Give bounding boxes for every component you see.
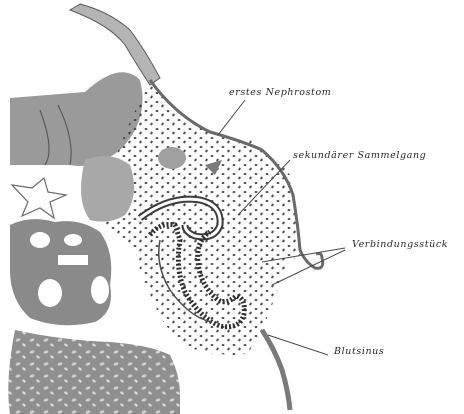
lower-tissue: [8, 330, 180, 414]
lumen-4: [91, 276, 109, 304]
lumen-2: [64, 234, 82, 246]
gray-cell-cluster: [81, 156, 134, 222]
pointer-nephrostom: [218, 100, 245, 135]
lower-wall: [262, 330, 290, 410]
lumen-1: [30, 232, 50, 248]
label-verbindungsstueck: Verbindungsstück: [352, 239, 448, 250]
gray-nodule: [158, 147, 186, 169]
label-blutsinus: Blutsinus: [334, 346, 384, 357]
star-cell: [12, 178, 66, 218]
label-sekundaerer-sammelgang: sekundärer Sammelgang: [293, 150, 426, 161]
vessel-network: [10, 219, 111, 325]
dorsal-band: [70, 4, 160, 85]
lumen-3: [38, 279, 62, 307]
lumen-5: [58, 255, 88, 265]
label-erstes-nephrostom: erstes Nephrostom: [229, 87, 331, 98]
